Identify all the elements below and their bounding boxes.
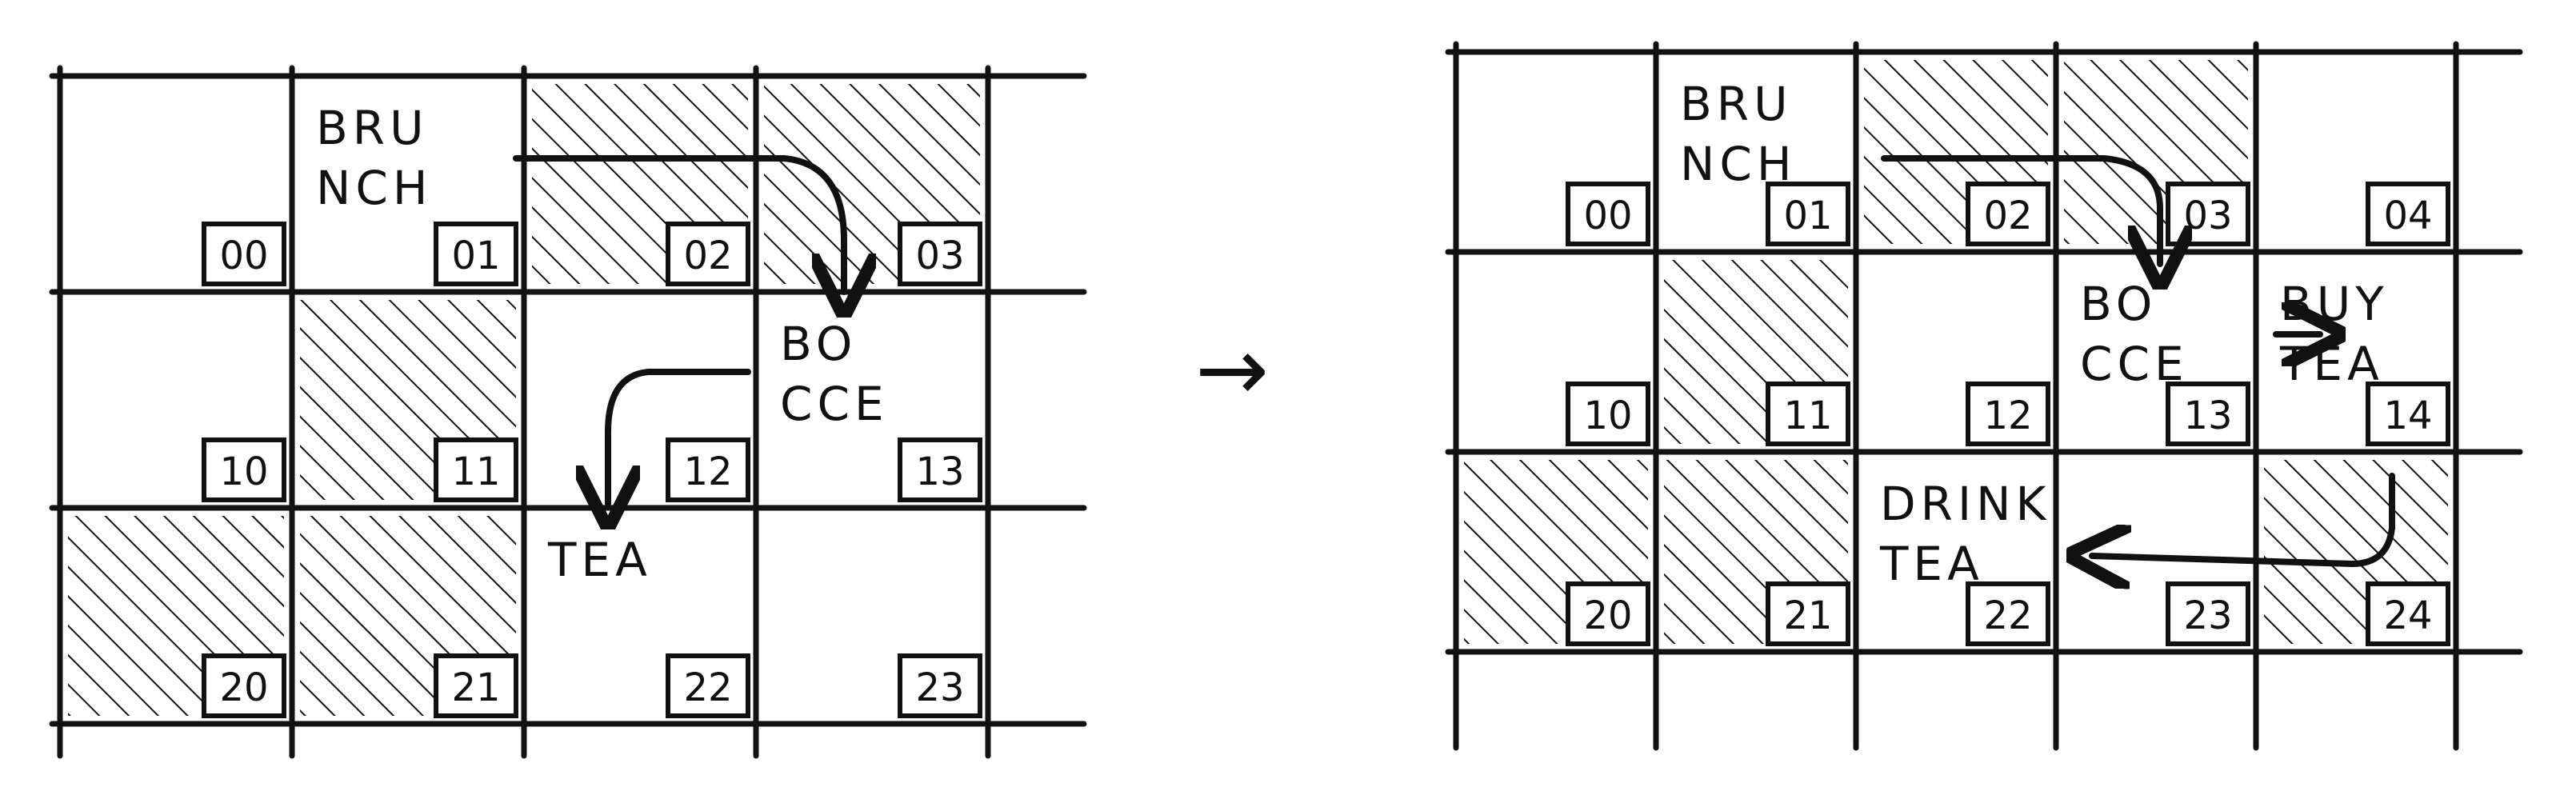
- svg-text:NCH: NCH: [1680, 137, 1797, 191]
- svg-text:23: 23: [915, 665, 964, 710]
- left-cell-label-22: TEA: [547, 533, 652, 587]
- svg-text:DRINK: DRINK: [1880, 477, 2051, 531]
- svg-text:NCH: NCH: [316, 161, 433, 215]
- svg-text:00: 00: [1583, 194, 1632, 238]
- svg-text:02: 02: [683, 234, 732, 278]
- right-arrow-buy-tea-to-drink-tea: [2092, 473, 2395, 564]
- svg-text:21: 21: [451, 665, 500, 710]
- svg-text:11: 11: [1783, 394, 1832, 438]
- svg-text:BRU: BRU: [1680, 77, 1793, 131]
- right-cell-label-13: BO CCE: [2080, 277, 2189, 391]
- left-cell-number-01: 01: [434, 222, 518, 286]
- left-cell-number-02: 02: [666, 222, 750, 286]
- left-cell-number-21: 21: [434, 653, 518, 718]
- right-cell-number-02: 02: [1966, 182, 2050, 246]
- svg-text:10: 10: [219, 449, 268, 494]
- right-cell-number-12: 12: [1966, 382, 2050, 446]
- right-cell-number-01: 01: [1766, 182, 1850, 246]
- svg-text:00: 00: [219, 234, 268, 278]
- right-cell-number-14: 14: [2366, 382, 2450, 446]
- right-cell-number-24: 24: [2366, 581, 2450, 646]
- right-grid: 00 01 02 03 04 10 11 12 13 14 20 21 22 23 24 BRU NCH BO CC…: [1445, 41, 2523, 751]
- svg-text:BRU: BRU: [316, 101, 429, 155]
- transition-arrow: →: [1195, 318, 1269, 421]
- svg-text:20: 20: [1583, 593, 1632, 638]
- left-cell-label-13: BO CCE: [780, 317, 889, 431]
- right-cell-number-20: 20: [1566, 581, 1650, 646]
- right-cell-number-23: 23: [2166, 581, 2250, 646]
- svg-text:10: 10: [1583, 394, 1632, 438]
- right-cell-number-04: 04: [2366, 182, 2450, 246]
- right-cell-number-03: 03: [2166, 182, 2250, 246]
- left-cell-number-13: 13: [898, 437, 982, 502]
- svg-text:TEA: TEA: [2279, 337, 2384, 391]
- svg-text:14: 14: [2383, 394, 2432, 438]
- left-cell-label-01: BRU NCH: [316, 101, 433, 215]
- svg-text:12: 12: [1983, 394, 2032, 438]
- svg-text:CCE: CCE: [780, 377, 889, 431]
- left-cell-number-22: 22: [666, 653, 750, 718]
- right-cell-label-01: BRU NCH: [1680, 77, 1797, 191]
- left-cell-number-00: 00: [202, 222, 286, 286]
- svg-text:01: 01: [1783, 194, 1832, 238]
- left-cell-number-03: 03: [898, 222, 982, 286]
- left-arrow-bocce-to-tea: [608, 369, 751, 504]
- left-cell-number-11: 11: [434, 437, 518, 502]
- svg-text:02: 02: [1983, 194, 2032, 238]
- svg-text:TEA: TEA: [1879, 537, 1984, 591]
- left-cell-number-10: 10: [202, 437, 286, 502]
- right-cell-number-22: 22: [1966, 581, 2050, 646]
- right-cell-number-00: 00: [1566, 182, 1650, 246]
- svg-text:12: 12: [683, 449, 732, 494]
- left-arrow-brunch-to-bocce: [513, 155, 844, 292]
- svg-text:20: 20: [219, 665, 268, 710]
- right-cell-number-11: 11: [1766, 382, 1850, 446]
- right-cell-label-22: DRINK TEA: [1879, 477, 2051, 591]
- svg-text:22: 22: [683, 665, 732, 710]
- svg-text:03: 03: [2183, 194, 2232, 238]
- left-cell-number-23: 23: [898, 653, 982, 718]
- svg-text:23: 23: [2183, 593, 2232, 638]
- left-cell-number-20: 20: [202, 653, 286, 718]
- svg-text:21: 21: [1783, 593, 1832, 638]
- svg-text:BO: BO: [2080, 277, 2157, 331]
- svg-text:01: 01: [451, 234, 500, 278]
- svg-text:CCE: CCE: [2080, 337, 2189, 391]
- left-grid: 00 01 02 03 10 11 12 13 20 21 22 23 BRU NCH BO CCE TEA: [49, 65, 1087, 759]
- svg-text:22: 22: [1983, 593, 2032, 638]
- svg-text:BO: BO: [780, 317, 857, 371]
- right-cell-number-10: 10: [1566, 382, 1650, 446]
- svg-text:TEA: TEA: [547, 533, 652, 587]
- svg-text:04: 04: [2383, 194, 2432, 238]
- right-cell-number-13: 13: [2166, 382, 2250, 446]
- svg-text:13: 13: [2183, 394, 2232, 438]
- right-arrow-brunch-to-bocce: [1881, 155, 2160, 264]
- svg-text:BUY: BUY: [2280, 277, 2389, 331]
- svg-text:11: 11: [451, 449, 500, 494]
- left-cell-number-12: 12: [666, 437, 750, 502]
- svg-text:03: 03: [915, 234, 964, 278]
- svg-text:24: 24: [2383, 593, 2432, 638]
- svg-text:13: 13: [915, 449, 964, 494]
- right-cell-number-21: 21: [1766, 581, 1850, 646]
